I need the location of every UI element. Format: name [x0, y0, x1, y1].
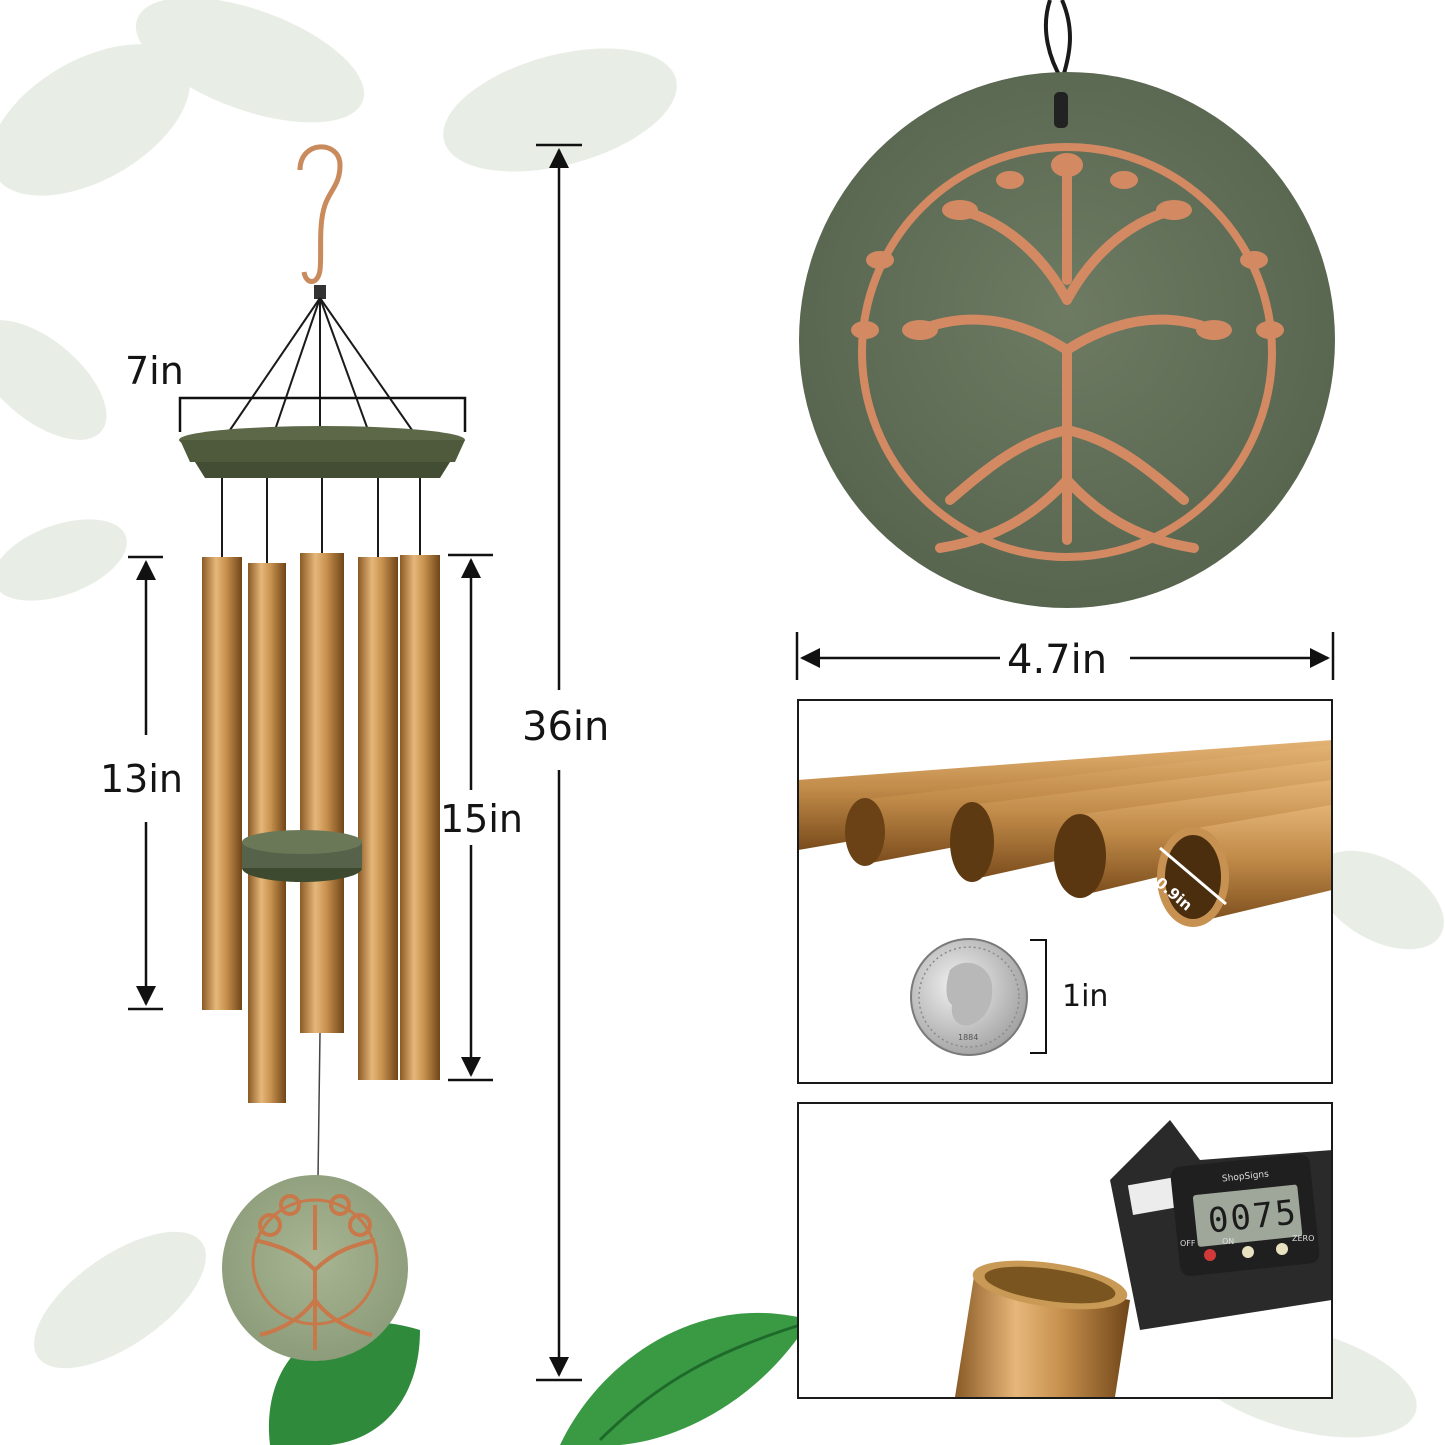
- caliper-off-button-label: OFF: [1180, 1239, 1196, 1248]
- tube-3: [300, 553, 344, 1033]
- caliper-panel: [797, 1102, 1333, 1399]
- coin-year-label: 1884: [958, 1033, 979, 1042]
- overall-length-label: 36in: [522, 704, 610, 750]
- caliper-reading-display: 0075: [1206, 1192, 1300, 1242]
- small-sail: [222, 1175, 408, 1361]
- sail-diameter-label: 4.7in: [1007, 637, 1108, 683]
- wind-chime: [179, 144, 465, 1361]
- large-sail: [799, 0, 1335, 608]
- sail-diameter-dimension: [795, 632, 1335, 680]
- coin: [910, 938, 1028, 1056]
- chime-tubes: [202, 553, 440, 1103]
- tree-of-life-icon: [251, 1194, 379, 1350]
- caliper-zero-button-label: ZERO: [1292, 1234, 1315, 1243]
- caliper-on-button-label: ON: [1222, 1237, 1235, 1246]
- long-tube-length-label: 15in: [440, 797, 523, 841]
- canopy-width-label: 7in: [125, 349, 184, 393]
- tube-strings: [221, 478, 421, 563]
- hanging-strings: [229, 297, 413, 431]
- short-tube-length-label: 13in: [100, 757, 183, 801]
- tube-5: [400, 555, 440, 1080]
- canopy: [179, 426, 465, 478]
- s-hook-icon: [297, 144, 343, 299]
- tube-4: [358, 557, 398, 1080]
- dimension-lines-left: [128, 143, 582, 1382]
- coin-size-label: 1in: [1062, 979, 1109, 1014]
- striker: [242, 830, 362, 882]
- tube-1: [202, 557, 242, 1010]
- tube-detail-panel: [797, 699, 1333, 1084]
- tree-leaves: [851, 153, 1284, 340]
